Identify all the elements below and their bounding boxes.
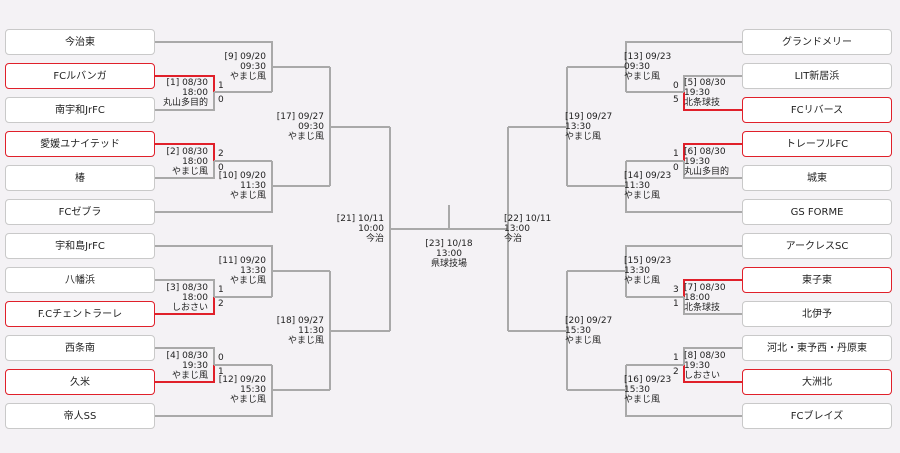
line-m4-winner	[155, 365, 215, 383]
team-right-7[interactable]: アークレスSC	[742, 233, 892, 259]
line-m14	[625, 161, 742, 213]
line-m12	[155, 365, 273, 417]
score-m3-top: 1	[218, 285, 224, 295]
line-m11	[155, 245, 273, 297]
team-left-2[interactable]: FCルバンガ	[5, 63, 155, 89]
score-m7-top: 3	[673, 285, 679, 295]
team-right-4[interactable]: トレーフルFC	[742, 131, 892, 157]
line-m1-winner	[155, 75, 215, 92]
line-m2-winner	[155, 143, 215, 161]
team-right-2[interactable]: LIT新居浜	[742, 63, 892, 89]
team-right-12[interactable]: FCブレイズ	[742, 403, 892, 429]
score-m8-bottom: 2	[673, 367, 679, 377]
line-m16	[625, 365, 742, 417]
line-m7-loser	[683, 297, 742, 315]
team-left-11[interactable]: 久米	[5, 369, 155, 395]
team-right-6[interactable]: GS FORME	[742, 199, 892, 225]
score-m6-top: 1	[673, 149, 679, 159]
team-right-8[interactable]: 東子東	[742, 267, 892, 293]
score-m2-top: 2	[218, 149, 224, 159]
match-label-3: [3] 08/30 18:00 しおさい	[166, 283, 208, 313]
team-right-11[interactable]: 大洲北	[742, 369, 892, 395]
score-m8-top: 1	[673, 353, 679, 363]
match-label-13: [13] 09/23 09:30 やまじ風	[624, 52, 672, 82]
score-m7-bottom: 1	[673, 299, 679, 309]
match-label-19: [19] 09/27 13:30 やまじ風	[565, 112, 613, 142]
match-label-8: [8] 08/30 19:30 しおさい	[684, 351, 726, 381]
match-label-23: [23] 10/18 13:00 県球技場	[425, 239, 473, 269]
line-m9	[155, 41, 273, 92]
match-label-2: [2] 08/30 18:00 やまじ風	[166, 147, 208, 177]
score-m2-bottom: 0	[218, 163, 224, 173]
match-label-22: [22] 10/11 13:00 今治	[504, 214, 552, 244]
line-m3-winner	[155, 297, 215, 315]
match-label-14: [14] 09/23 11:30 やまじ風	[624, 171, 672, 201]
line-m13	[625, 41, 742, 92]
team-left-4[interactable]: 愛媛ユナイテッド	[5, 131, 155, 157]
match-label-21: [21] 10/11 10:00 今治	[336, 214, 384, 244]
line-m8-winner	[683, 365, 742, 383]
score-m3-bottom: 2	[218, 299, 224, 309]
team-left-3[interactable]: 南宇和JrFC	[5, 97, 155, 123]
score-m6-bottom: 0	[673, 163, 679, 173]
team-left-10[interactable]: 西条南	[5, 335, 155, 361]
line-m8-loser	[683, 347, 742, 365]
team-right-9[interactable]: 北伊予	[742, 301, 892, 327]
line-m4-loser	[155, 347, 215, 365]
line-m6-loser	[683, 161, 742, 179]
match-label-11: [11] 09/20 13:30 やまじ風	[218, 256, 266, 286]
team-left-9[interactable]: F.Cチェントラーレ	[5, 301, 155, 327]
score-m4-top: 0	[218, 353, 224, 363]
line-m1-loser	[155, 92, 215, 111]
line-m10	[155, 161, 273, 213]
line-m2-loser	[155, 161, 215, 179]
match-label-20: [20] 09/27 15:30 やまじ風	[565, 316, 613, 346]
match-label-6: [6] 08/30 19:30 丸山多目的	[684, 147, 730, 177]
line-m15	[625, 245, 742, 297]
match-label-4: [4] 08/30 19:30 やまじ風	[166, 351, 208, 381]
score-m4-bottom: 1	[218, 367, 224, 377]
match-label-12: [12] 09/20 15:30 やまじ風	[218, 375, 266, 405]
score-m5-top: 0	[673, 81, 679, 91]
team-right-3[interactable]: FCリバース	[742, 97, 892, 123]
team-right-10[interactable]: 河北・東予西・丹原東	[742, 335, 892, 361]
team-right-5[interactable]: 城東	[742, 165, 892, 191]
line-m6-winner	[683, 143, 742, 161]
match-label-1: [1] 08/30 18:00 丸山多目的	[162, 78, 208, 108]
score-m1-top: 1	[218, 81, 224, 91]
team-right-1[interactable]: グランドメリー	[742, 29, 892, 55]
team-left-5[interactable]: 椿	[5, 165, 155, 191]
match-label-17: [17] 09/27 09:30 やまじ風	[276, 112, 324, 142]
match-label-5: [5] 08/30 19:30 北条球技	[684, 78, 726, 108]
team-left-12[interactable]: 帝人SS	[5, 403, 155, 429]
line-m5-loser	[683, 75, 742, 92]
line-m5-winner	[683, 92, 742, 111]
match-label-9: [9] 09/20 09:30 やまじ風	[224, 52, 266, 82]
team-left-7[interactable]: 宇和島JrFC	[5, 233, 155, 259]
team-left-6[interactable]: FCゼブラ	[5, 199, 155, 225]
line-m3-loser	[155, 279, 215, 297]
match-label-7: [7] 08/30 18:00 北条球技	[684, 283, 726, 313]
line-m7-winner	[683, 279, 742, 297]
team-left-1[interactable]: 今治東	[5, 29, 155, 55]
score-m5-bottom: 5	[673, 95, 679, 105]
match-label-15: [15] 09/23 13:30 やまじ風	[624, 256, 672, 286]
match-label-18: [18] 09/27 11:30 やまじ風	[276, 316, 324, 346]
score-m1-bottom: 0	[218, 95, 224, 105]
team-left-8[interactable]: 八幡浜	[5, 267, 155, 293]
match-label-10: [10] 09/20 11:30 やまじ風	[218, 171, 266, 201]
match-label-16: [16] 09/23 15:30 やまじ風	[624, 375, 672, 405]
